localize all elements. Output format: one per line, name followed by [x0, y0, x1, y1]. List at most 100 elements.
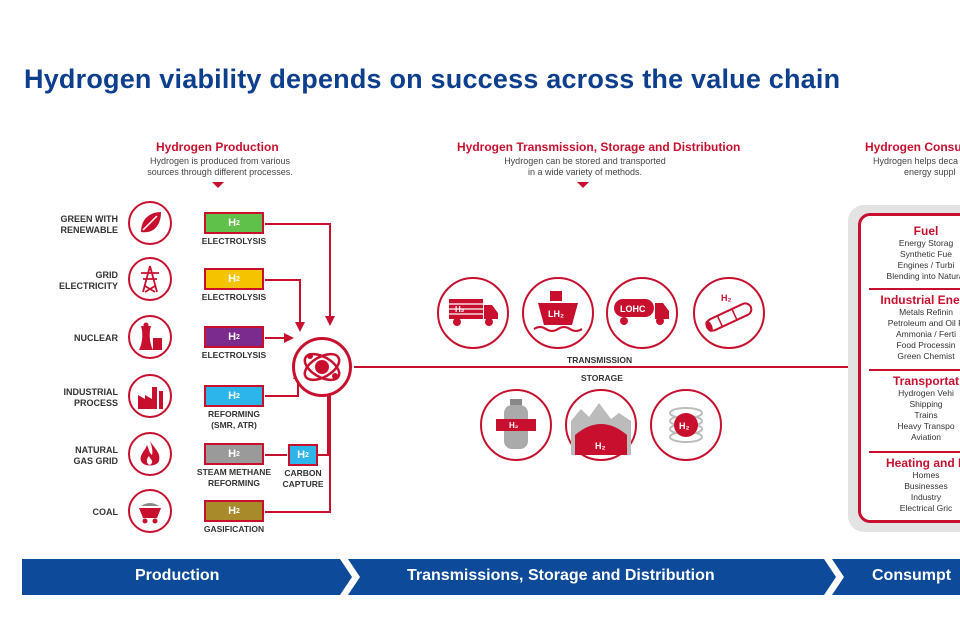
process-label-line: ELECTROLYSIS: [201, 236, 267, 246]
transmission-section-title: Hydrogen Transmission, Storage and Distr…: [457, 140, 741, 154]
h2-subscript: 2: [236, 507, 240, 515]
flame-icon: [135, 439, 165, 469]
h2-subscript: 2: [305, 451, 309, 459]
h2-symbol: H: [228, 217, 237, 229]
svg-text:H₂: H₂: [509, 421, 519, 430]
process-label-line: ELECTROLYSIS: [201, 350, 267, 360]
consumption-subtitle-line: energy suppl: [904, 167, 956, 177]
h2-subscript: 2: [236, 392, 240, 400]
process-label-line: REFORMING: [208, 409, 260, 419]
source-icon-circle: [128, 315, 172, 359]
banner-consumption-label: Consumpt: [872, 567, 952, 584]
process-label: REFORMING(SMR, ATR): [189, 409, 279, 431]
h2-subscript: 2: [236, 219, 240, 227]
consumption-subtitle-line: Hydrogen helps deca: [873, 156, 959, 166]
ship-transport-circle: LH₂: [522, 277, 594, 349]
svg-text:H₂: H₂: [679, 421, 690, 431]
svg-text:H₂: H₂: [455, 305, 465, 314]
consumption-section-subtitle: Hydrogen helps deca energy suppl: [866, 156, 960, 178]
production-subtitle-line: sources through different processes.: [147, 167, 293, 177]
production-section-subtitle: Hydrogen is produced from various source…: [130, 156, 310, 178]
pipeline-icon: H₂: [705, 293, 753, 332]
truck-transport-circle: H₂: [437, 277, 509, 349]
tank-storage-circle: H₂: [650, 389, 722, 461]
source-label-line: PROCESS: [73, 398, 118, 408]
gas-cylinder-icon: H₂: [496, 399, 536, 449]
source-icon-circle: [128, 489, 172, 533]
consumption-item: Green Chemist: [897, 351, 955, 361]
source-label-line: GAS GRID: [73, 456, 118, 466]
process-label: ELECTROLYSIS: [189, 292, 279, 303]
h2-subscript: 2: [236, 275, 240, 283]
source-label: NUCLEAR: [38, 333, 118, 344]
consumption-item: Energy Storag: [898, 238, 954, 248]
process-label-line: GASIFICATION: [203, 524, 265, 534]
tanker-transport-circle: LOHC: [606, 277, 678, 349]
page-title: Hydrogen viability depends on success ac…: [24, 64, 841, 94]
carbon-capture-line: CARBON: [284, 468, 322, 478]
consumption-item: Electrical Gric: [899, 503, 953, 513]
consumption-item: Engines / Turbi: [897, 260, 955, 270]
hydrogen-hub-circle: [292, 337, 352, 397]
consumption-category-title: Industrial Energ: [880, 293, 960, 307]
consumption-divider: [869, 369, 960, 371]
consumption-item: Food Processin: [896, 340, 956, 350]
factory-icon: [135, 381, 165, 411]
carbon-capture-label: CARBON CAPTURE: [258, 468, 348, 490]
consumption-item: Heavy Transpo: [897, 421, 955, 431]
banner-segment-transmission: [348, 559, 836, 595]
svg-text:LOHC: LOHC: [620, 304, 646, 314]
tanker-truck-icon: LOHC: [614, 299, 669, 325]
h2-symbol: H: [228, 448, 237, 460]
consumption-category-title: Transportat: [892, 374, 959, 388]
underground-storage-circle: H₂: [565, 389, 637, 461]
consumption-section-title: Hydrogen Consu: [865, 140, 960, 154]
consumption-item: Trains: [914, 410, 938, 420]
consumption-item: Businesses: [904, 481, 948, 491]
consumption-item: Blending into Natural: [886, 271, 960, 281]
source-label-line: NATURAL: [75, 445, 118, 455]
consumption-item: Shipping: [909, 399, 943, 409]
consumption-item: Metals Refinin: [899, 307, 953, 317]
nuclear-plant-icon: [135, 322, 165, 352]
tank-icon: H₂: [669, 407, 703, 443]
source-label-line: INDUSTRIAL: [63, 387, 119, 397]
process-label: ELECTROLYSIS: [189, 236, 279, 247]
coal-cart-icon: [135, 496, 165, 526]
h2-subscript: 2: [236, 333, 240, 341]
h2-symbol: H: [228, 273, 237, 285]
svg-text:H₂: H₂: [721, 293, 732, 303]
transmission-subtitle-line: Hydrogen can be stored and transported: [504, 156, 666, 166]
consumption-category: Industrial EnergMetals RefininPetroleum …: [861, 293, 960, 362]
source-icon-circle: [128, 257, 172, 301]
h2-symbol: H: [228, 331, 237, 343]
consumption-divider: [869, 451, 960, 453]
svg-text:H₂: H₂: [595, 441, 606, 451]
h2-symbol: H: [228, 505, 237, 517]
underground-storage-icon: H₂: [571, 403, 631, 455]
source-label: COAL: [38, 507, 119, 518]
production-section-title: Hydrogen Production: [156, 140, 279, 154]
source-icon-circle: [128, 432, 172, 476]
ship-icon: LH₂: [533, 291, 583, 332]
production-subtitle-line: Hydrogen is produced from various: [149, 156, 291, 166]
consumption-category-title: Heating and P: [885, 456, 960, 470]
cylinder-storage-circle: H₂: [480, 389, 552, 461]
h2-symbol: H: [297, 449, 306, 461]
banner-transmission-label: Transmissions, Storage and Distribution: [407, 567, 715, 584]
source-label-line: GRID: [95, 270, 119, 280]
process-label: GASIFICATION: [189, 524, 279, 535]
pylon-icon: [135, 264, 165, 294]
banner-segment-consumption: [832, 559, 960, 595]
consumption-item: Homes: [912, 470, 940, 480]
